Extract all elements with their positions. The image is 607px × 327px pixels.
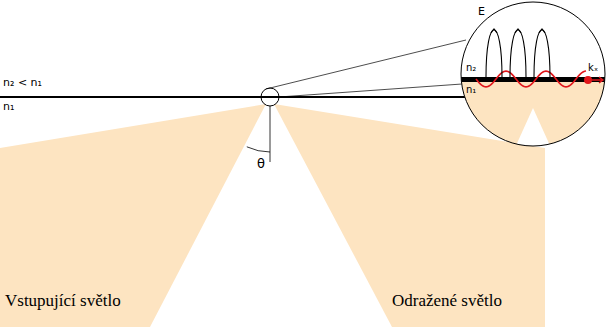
evanescent-wave [476, 71, 586, 87]
medium-label: n₁ [466, 84, 476, 95]
zoom-line [279, 84, 462, 97]
inset-circle [461, 2, 605, 146]
inset-ground [455, 0, 607, 160]
medium-label: n₂ [466, 62, 476, 73]
medium-label: n₂ < n₁ [3, 77, 42, 89]
angle-label: θ [257, 157, 265, 171]
wavevector-label: kₓ [588, 62, 598, 73]
inset [455, 0, 607, 160]
field-loop [510, 30, 526, 77]
field-arrow [491, 29, 545, 33]
inset-notch [514, 108, 552, 150]
field-loop [534, 30, 550, 77]
medium-label: n₁ [3, 101, 14, 113]
field-loop [486, 30, 502, 77]
wave-dot [584, 76, 592, 84]
normal-line [270, 106, 271, 162]
angle-arc [247, 147, 270, 152]
wave-arrow [592, 77, 603, 83]
field-label: E [478, 6, 485, 18]
interface-line [0, 96, 545, 98]
beam-label: Odražené světlo [392, 292, 502, 311]
beam-label: Vstupující světlo [5, 292, 121, 311]
zoom-line [266, 40, 466, 89]
zoom-circle [261, 88, 279, 106]
incoming-beam [0, 104, 266, 327]
